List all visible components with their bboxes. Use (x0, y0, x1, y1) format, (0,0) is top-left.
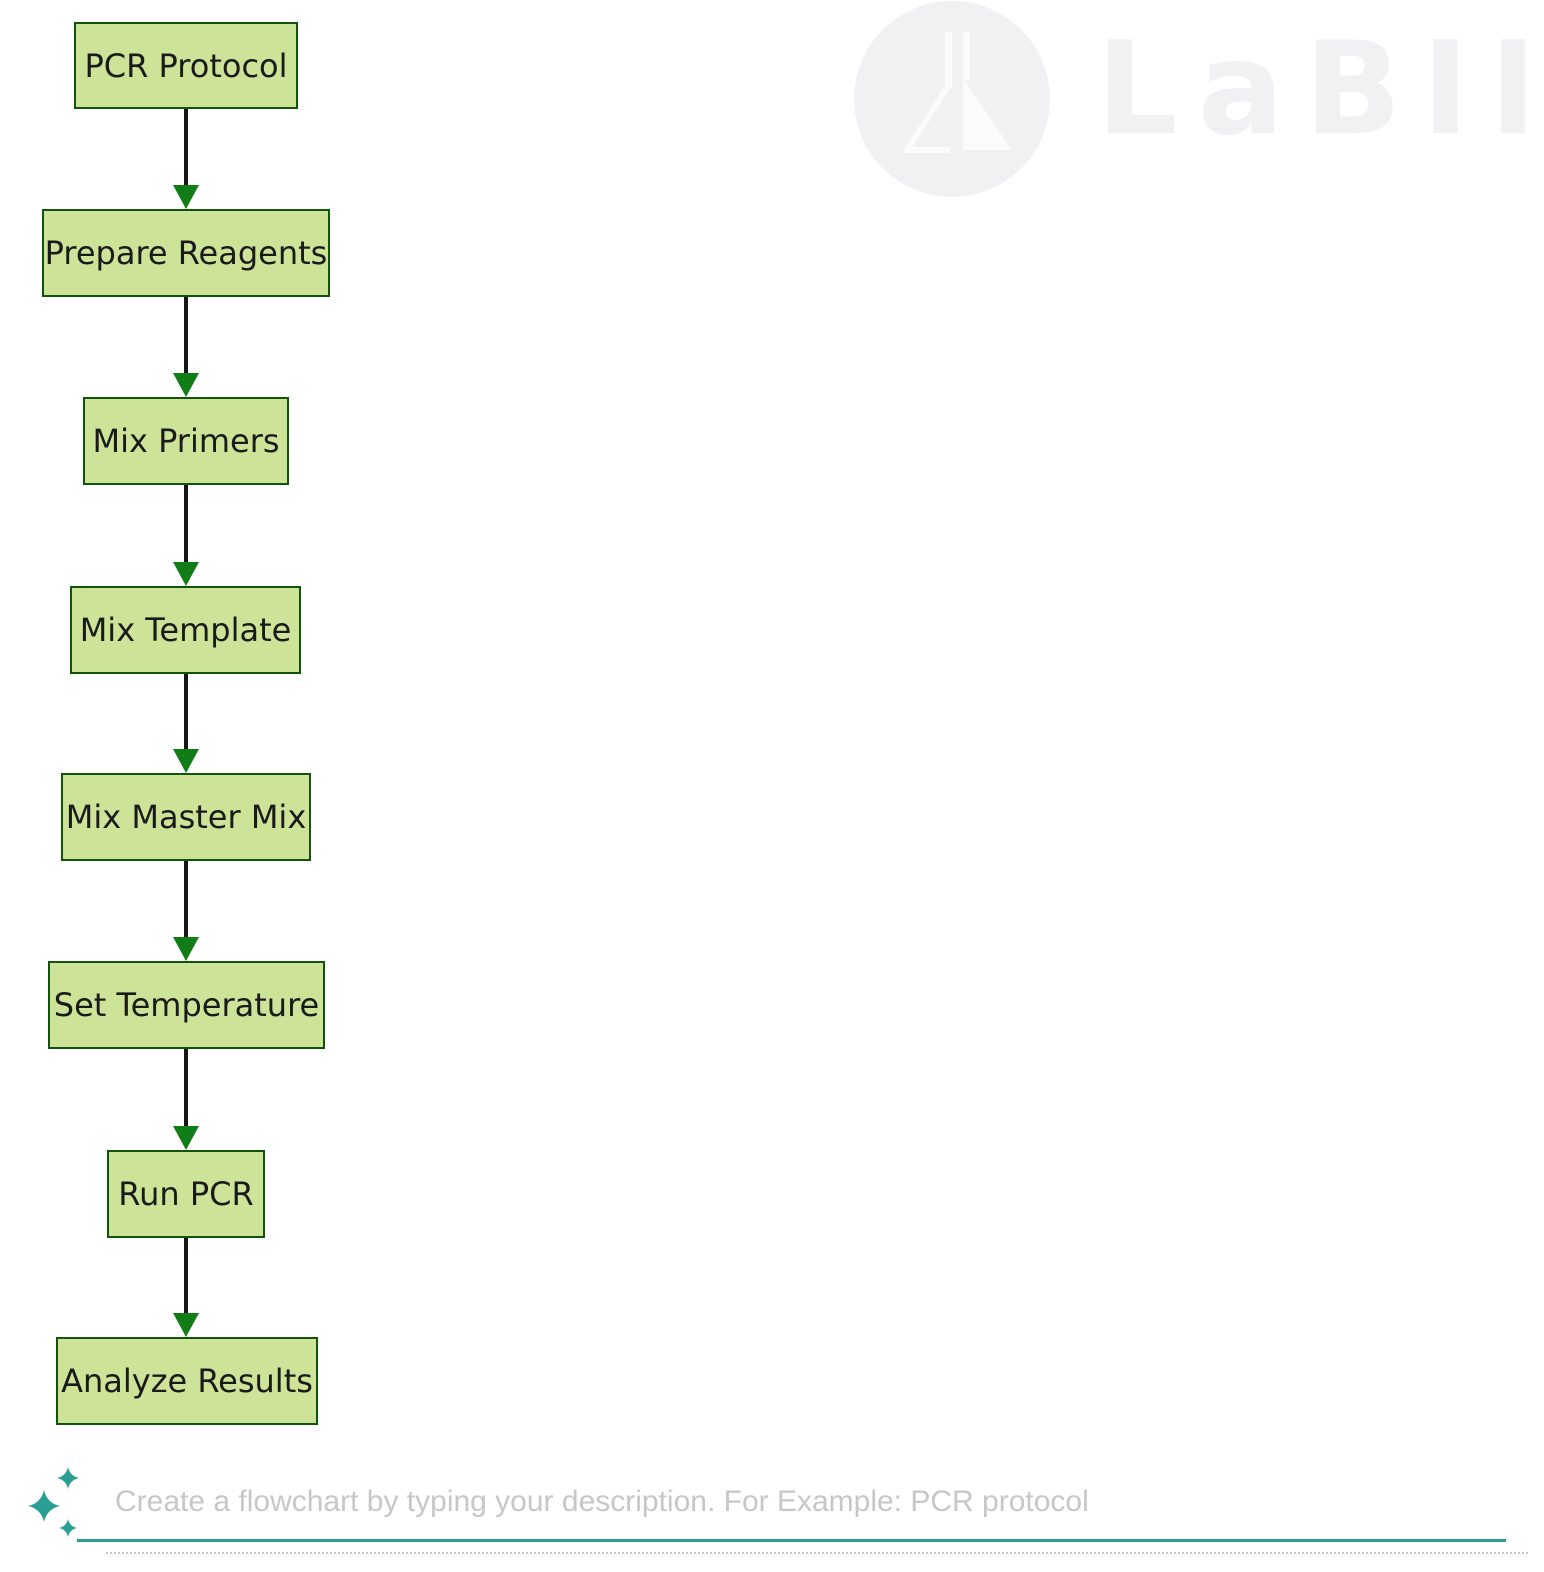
flowchart-node-run-pcr: Run PCR (107, 1150, 265, 1238)
flowchart-node-mix-master-mix: Mix Master Mix (61, 773, 311, 861)
flowchart-node-pcr-protocol: PCR Protocol (74, 22, 298, 109)
labii-flask-icon (901, 32, 1012, 153)
labii-logo-circle (854, 1, 1050, 197)
node-label: Run PCR (118, 1175, 254, 1213)
labii-brand-text: LaBII (1096, 15, 1544, 164)
flowchart-arrow-6 (173, 1049, 199, 1150)
flowchart-node-prepare-reagents: Prepare Reagents (42, 209, 330, 297)
flowchart-arrow-4 (173, 674, 199, 773)
dotted-divider (106, 1550, 1528, 1554)
flowchart-arrow-2 (173, 297, 199, 397)
sparkles-icon (28, 1467, 79, 1537)
node-label: Mix Primers (92, 422, 280, 460)
node-label: Analyze Results (61, 1362, 313, 1400)
flowchart-description-input[interactable] (77, 1470, 1506, 1542)
flowchart-node-set-temperature: Set Temperature (48, 961, 325, 1049)
flowchart-arrow-5 (173, 861, 199, 961)
flowchart-arrow-7 (173, 1238, 199, 1337)
flowchart-node-mix-template: Mix Template (70, 586, 301, 674)
node-label: Set Temperature (53, 986, 320, 1024)
flowchart-node-mix-primers: Mix Primers (83, 397, 289, 485)
node-label: Mix Template (79, 611, 292, 649)
node-label: PCR Protocol (84, 46, 288, 85)
flowchart-arrow-1 (173, 109, 199, 209)
flowchart-node-analyze-results: Analyze Results (56, 1337, 318, 1425)
flowchart-arrow-3 (173, 485, 199, 586)
node-label: Mix Master Mix (65, 798, 307, 836)
node-label: Prepare Reagents (44, 234, 328, 272)
